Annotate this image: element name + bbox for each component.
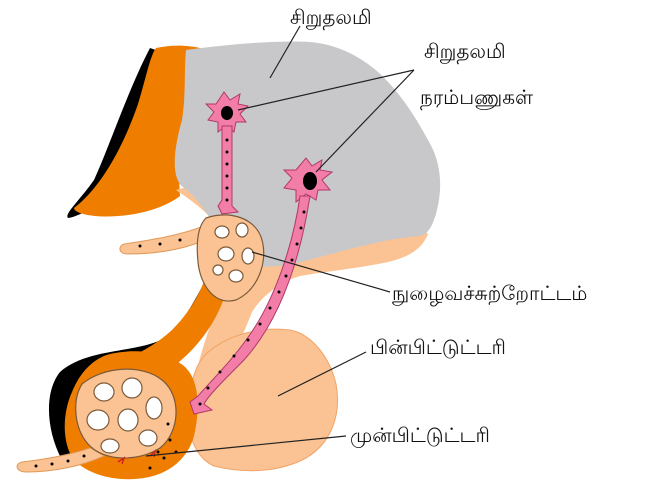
label-portal-circulation: நுழைவச்சுற்றோட்டம் [392, 281, 587, 306]
neuron-2-nucleus [303, 172, 317, 190]
label-posterior-pituitary: பின்பிட்டுட்டரி [370, 335, 506, 359]
label-hypothalamic-neurons-line1: சிறுதலமி [424, 39, 506, 64]
label-hypothalamic-neurons-line2: நரம்பணுகள் [420, 85, 533, 110]
label-anterior-pituitary: முன்பிட்டுட்டரி [350, 423, 490, 448]
label-hypothalamus: சிறுதலமி [290, 5, 372, 30]
neuron-1-nucleus [221, 106, 233, 120]
portal-capillary-lower [76, 369, 176, 458]
